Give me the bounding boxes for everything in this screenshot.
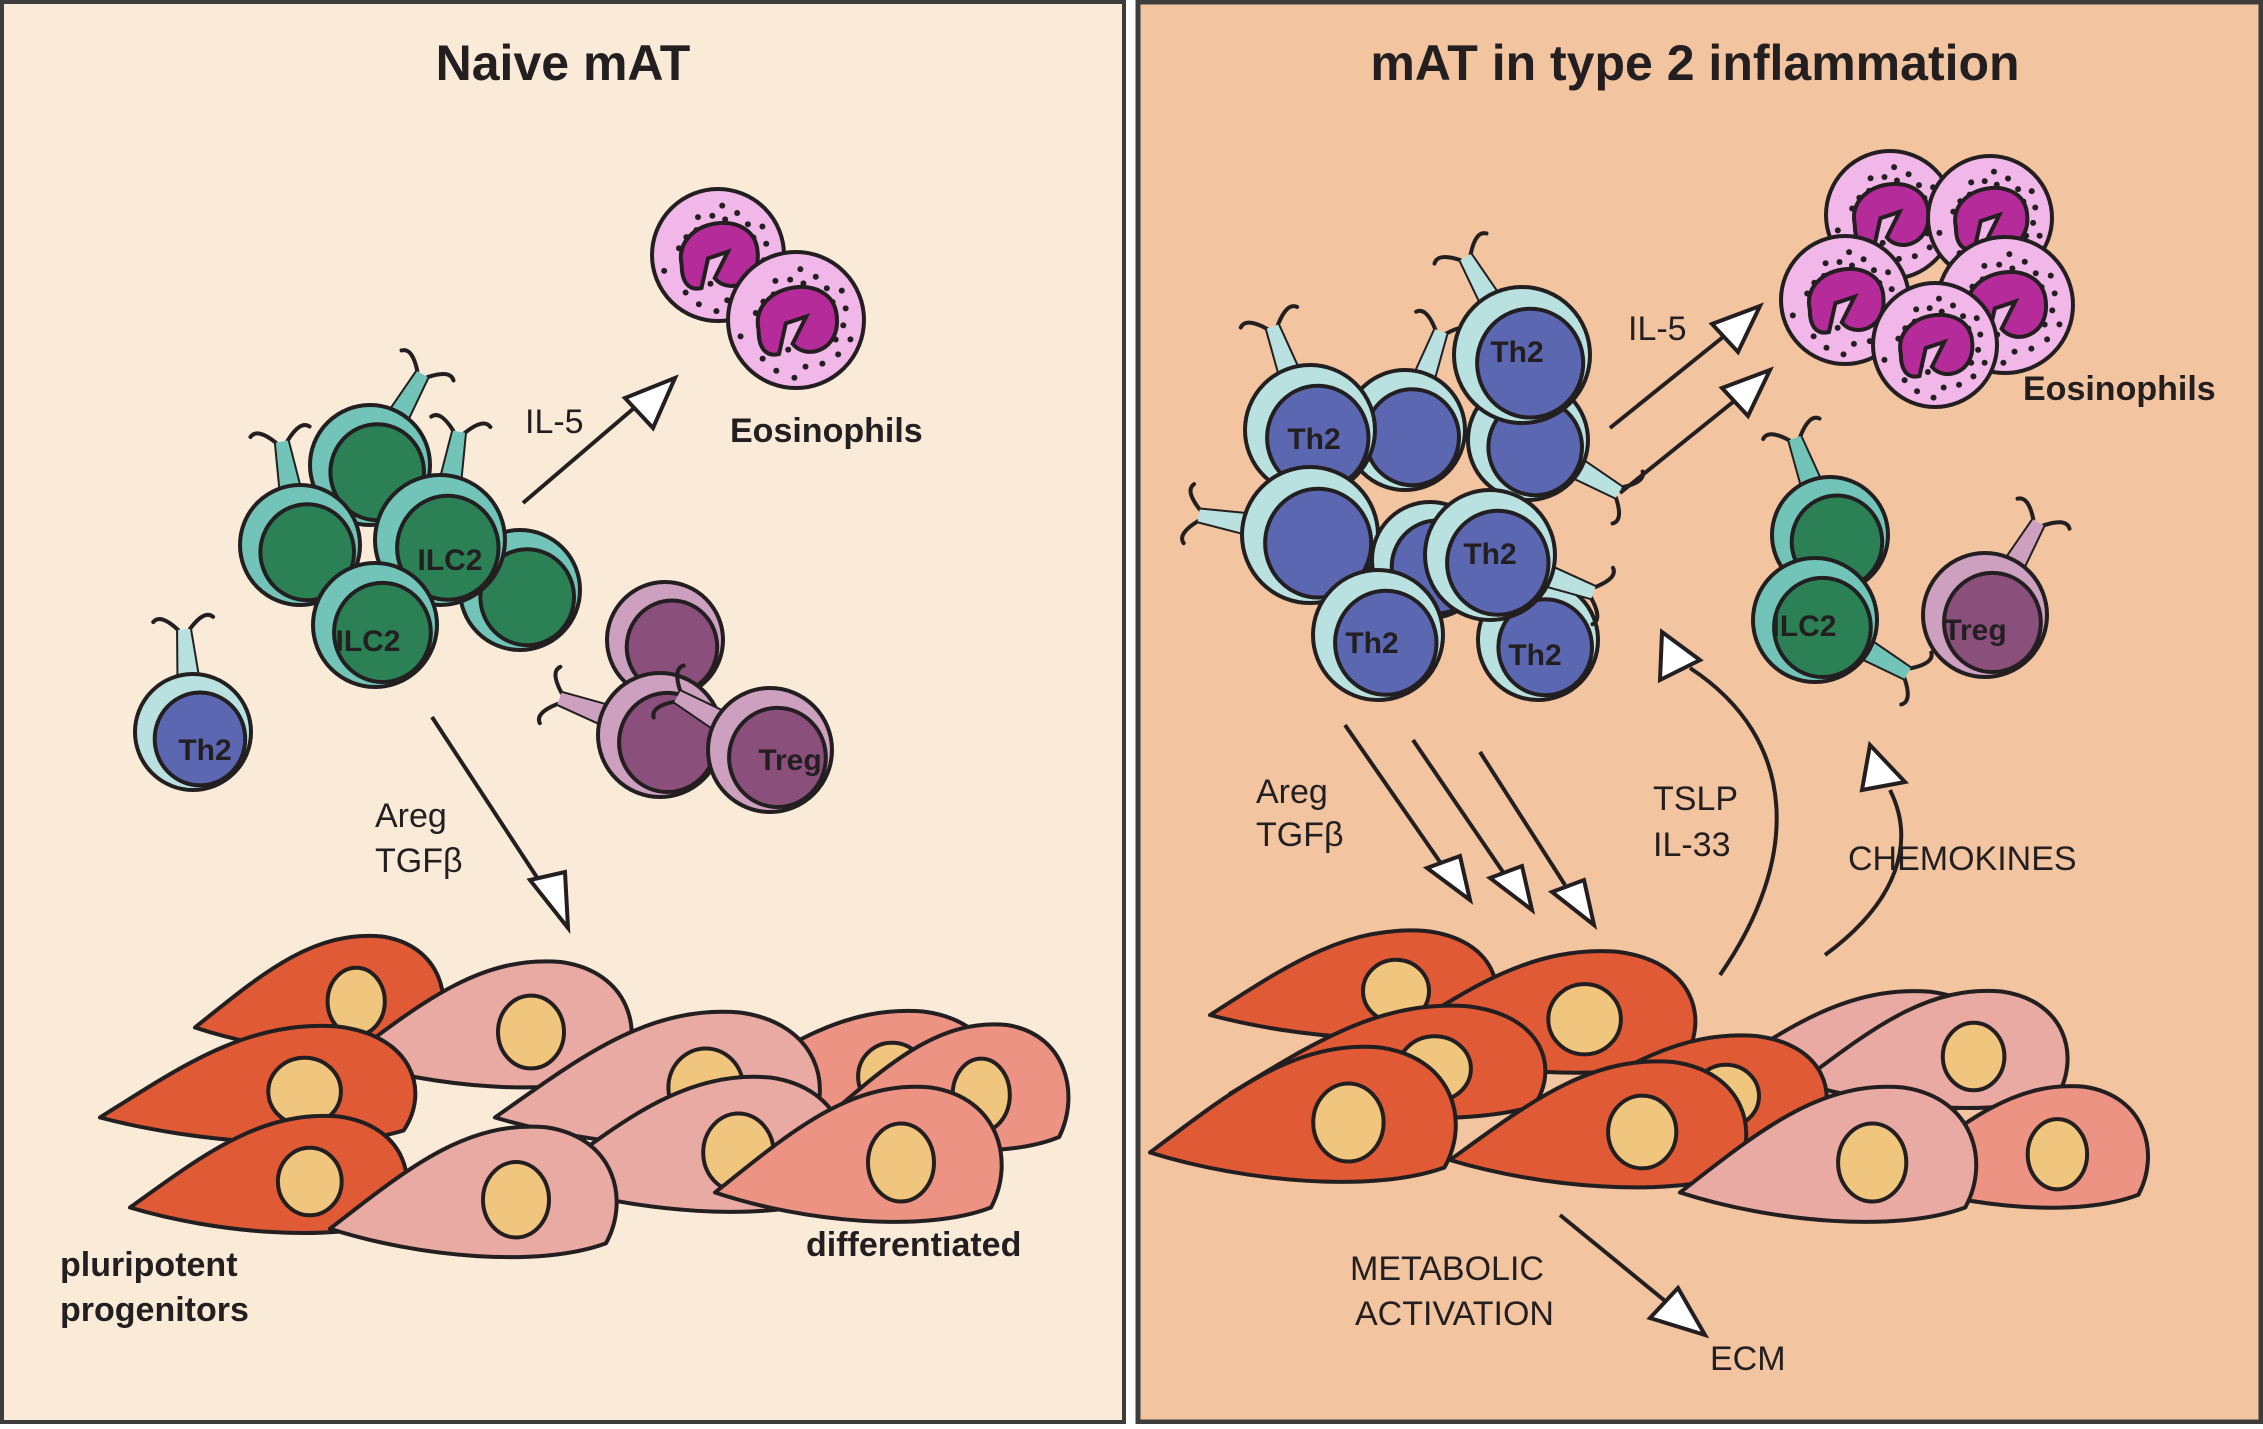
- il5-label: IL-5: [1628, 310, 1687, 348]
- areg-label: Areg: [1256, 773, 1328, 811]
- th2-cell: [1432, 231, 1592, 425]
- tslp-label: TSLP: [1653, 780, 1738, 818]
- adipocyte: [128, 1113, 410, 1235]
- th2-cell: [133, 612, 253, 792]
- ilc2-cell-cluster: [238, 348, 582, 689]
- ecm-label: ECM: [1710, 1340, 1786, 1378]
- ilc2-treg-cells: [1751, 415, 2072, 707]
- adipocyte: [1148, 1044, 1458, 1184]
- th2-cell: [1423, 488, 1616, 627]
- treg-label: Treg: [758, 744, 821, 777]
- inflamed-title: mAT in type 2 inflammation: [1370, 35, 2019, 91]
- tslp-il33-arrow: [1657, 628, 1779, 977]
- adipocyte: [1678, 1084, 1979, 1224]
- treg-cell: [605, 580, 725, 700]
- inflamed-panel: [1135, 0, 2263, 1425]
- ilc2-cell: [311, 561, 439, 689]
- th2-cell-cluster: [1180, 231, 1645, 702]
- naive-title: Naive mAT: [436, 35, 691, 91]
- areg-label: Areg: [375, 797, 447, 835]
- ilc2-label: ILC2: [1771, 610, 1836, 643]
- ilc2-label: ILC2: [417, 544, 482, 577]
- adipocyte: [343, 959, 634, 1090]
- adipocyte-layer: [98, 933, 1071, 1260]
- activation-label: ACTIVATION: [1355, 1295, 1554, 1333]
- th2-cell: [1311, 568, 1445, 702]
- th2-label: Th2: [1345, 627, 1398, 660]
- metabolic-label: METABOLIC: [1350, 1250, 1544, 1288]
- ecm-arrow: [1558, 1213, 1710, 1339]
- eosinophil-cluster: [1779, 149, 2075, 409]
- adipocyte-layer: [1148, 928, 2150, 1224]
- th2-cell: [1238, 304, 1377, 497]
- eosinophil: [1871, 281, 1999, 409]
- th2-label: Th2: [1508, 639, 1561, 672]
- th2-cell: [1343, 308, 1475, 492]
- ilc2-label: ILC2: [335, 625, 400, 658]
- tgfb-label: TGFβ: [1256, 816, 1344, 854]
- il5-arrow: [1608, 302, 1774, 495]
- th2-label: Th2: [178, 734, 231, 767]
- progenitors-label: progenitors: [60, 1291, 249, 1329]
- il33-label: IL-33: [1653, 826, 1731, 864]
- pluripotent-label: pluripotent: [60, 1246, 238, 1284]
- differentiated-label: differentiated: [806, 1226, 1021, 1264]
- treg-cell: [1921, 496, 2072, 679]
- eosinophils-label: Eosinophils: [730, 412, 923, 450]
- areg-tgfb-arrows: [1343, 723, 1598, 931]
- tgfb-label: TGFβ: [375, 842, 463, 880]
- eosinophil-cluster: [650, 187, 866, 390]
- treg-cell: [651, 663, 834, 814]
- chemokines-label: CHEMOKINES: [1848, 840, 2077, 878]
- eosinophil: [726, 250, 866, 390]
- adipocyte: [1448, 1059, 1749, 1190]
- eosinophils-label: Eosinophils: [2023, 370, 2216, 408]
- th2-label: Th2: [1287, 423, 1340, 456]
- ilc2-cell: [238, 423, 362, 607]
- th2-cell: [1180, 465, 1380, 605]
- treg-label: Treg: [1943, 614, 2006, 647]
- th2-cell: [133, 612, 253, 792]
- th2-label: Th2: [1463, 538, 1516, 571]
- il5-label: IL-5: [525, 403, 584, 441]
- chemokines-arrow: [1823, 740, 1909, 957]
- adipocyte: [713, 1084, 1004, 1224]
- ilc2-cell: [1751, 556, 1934, 707]
- th2-label: Th2: [1490, 336, 1543, 369]
- adipocyte: [98, 1023, 418, 1145]
- areg-tgfb-arrow: [430, 715, 571, 935]
- adipocyte: [328, 1124, 619, 1260]
- adipocyte: [193, 933, 446, 1055]
- il5-arrow: [521, 374, 679, 505]
- treg-cell-cluster: [537, 580, 834, 814]
